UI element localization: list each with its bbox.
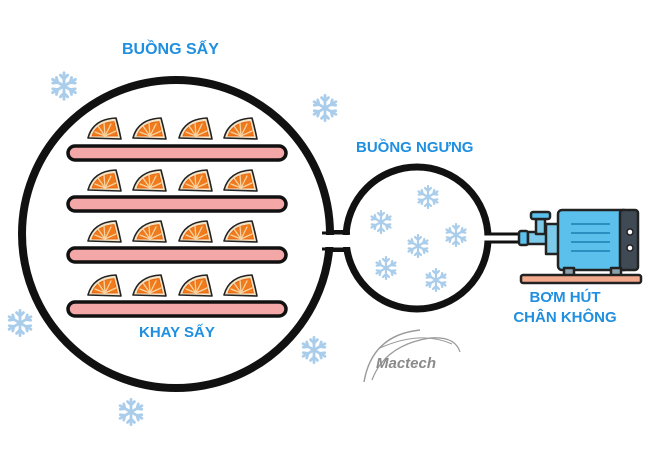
logo-text: Mactech [376, 355, 437, 372]
snowflake-icon [7, 308, 33, 338]
condensing-chamber-label: BUỒNG NGƯNG [356, 139, 474, 156]
snowflake-icon [312, 93, 338, 123]
drying-chamber-label: BUỒNG SẤY [122, 41, 219, 58]
vacuum-pump-label: BƠM HÚT CHÂN KHÔNG [510, 288, 620, 328]
drying-tray-label: KHAY SẤY [139, 324, 215, 341]
vacuum-line [484, 232, 522, 244]
tray [66, 195, 288, 213]
tray [66, 246, 288, 264]
vacuum-pump-label-line2: CHÂN KHÔNG [513, 309, 617, 326]
vacuum-pump-icon [517, 208, 643, 285]
tray [66, 300, 288, 318]
snowflake-icon [51, 71, 77, 101]
vacuum-pump-label-line1: BƠM HÚT [529, 289, 601, 306]
snowflake-icon [118, 397, 144, 427]
tray [66, 144, 288, 162]
drying-trays [66, 144, 288, 318]
snowflake-icon [301, 335, 327, 365]
mactech-logo [363, 329, 461, 383]
